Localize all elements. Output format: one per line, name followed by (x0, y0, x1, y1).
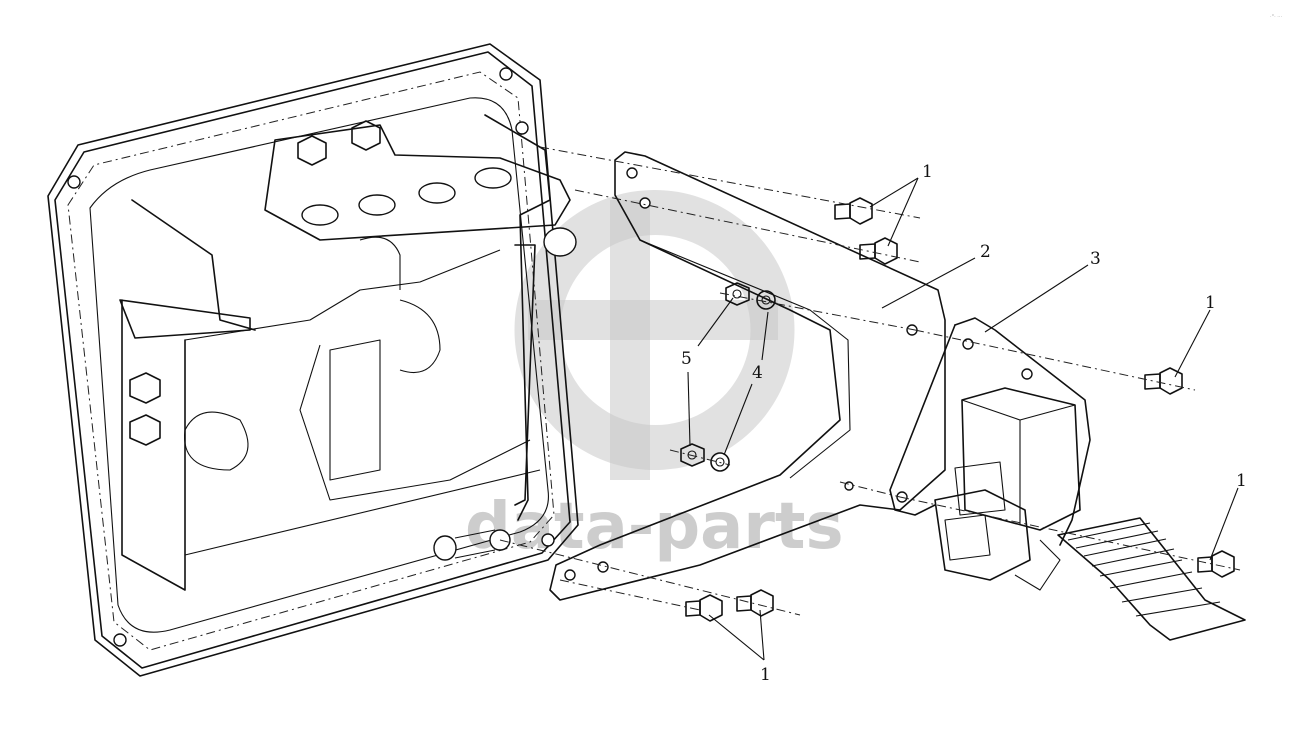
hex-bolt-icon (1144, 367, 1183, 395)
callout-labels: 1 1 1 1 2 3 4 5 (681, 162, 1247, 685)
watermark-text: data-parts (465, 490, 844, 564)
nuts-part-5 (680, 282, 750, 467)
callout-label-bolt: 1 (760, 665, 771, 685)
mount-hole (515, 121, 529, 135)
corner-mark: ·°· ··· (1270, 14, 1282, 20)
hex-nut-icon (725, 282, 750, 306)
mounting-box (47, 43, 579, 677)
callout-label-washer: 4 (752, 363, 763, 383)
washer-icon (756, 290, 776, 310)
washer-icon (710, 452, 730, 472)
callout-label-bolt: 1 (922, 162, 933, 182)
mount-hole (541, 533, 555, 547)
hex-nut-icon (680, 443, 705, 467)
bolts-part-1 (685, 197, 1235, 622)
hex-bolt-icon (859, 237, 898, 265)
watermark: data-parts (465, 190, 844, 564)
assembly-centerlines (499, 146, 1241, 616)
accelerator-pedal-part-3 (889, 317, 1246, 641)
mount-hole (113, 633, 127, 647)
mount-hole (499, 67, 513, 81)
hex-bolt-icon (736, 589, 774, 617)
callout-label-bolt: 1 (1205, 293, 1216, 313)
hex-bolt-icon (834, 197, 873, 225)
hex-bolt-icon (685, 594, 723, 622)
hex-bolt-icon (297, 120, 381, 166)
callout-leaders (687, 177, 1239, 661)
washers-part-4 (710, 290, 776, 472)
callout-label-nut: 5 (681, 349, 692, 369)
hex-bolt-icon (129, 372, 161, 446)
hex-bolt-icon (1197, 550, 1235, 578)
callout-label-pedal: 3 (1090, 249, 1101, 269)
dp-logo-icon (514, 190, 795, 480)
callout-label-bolt: 1 (1236, 471, 1247, 491)
callout-label-plate: 2 (980, 242, 991, 262)
mount-hole (67, 175, 81, 189)
mounting-plate-part-2 (549, 151, 946, 601)
